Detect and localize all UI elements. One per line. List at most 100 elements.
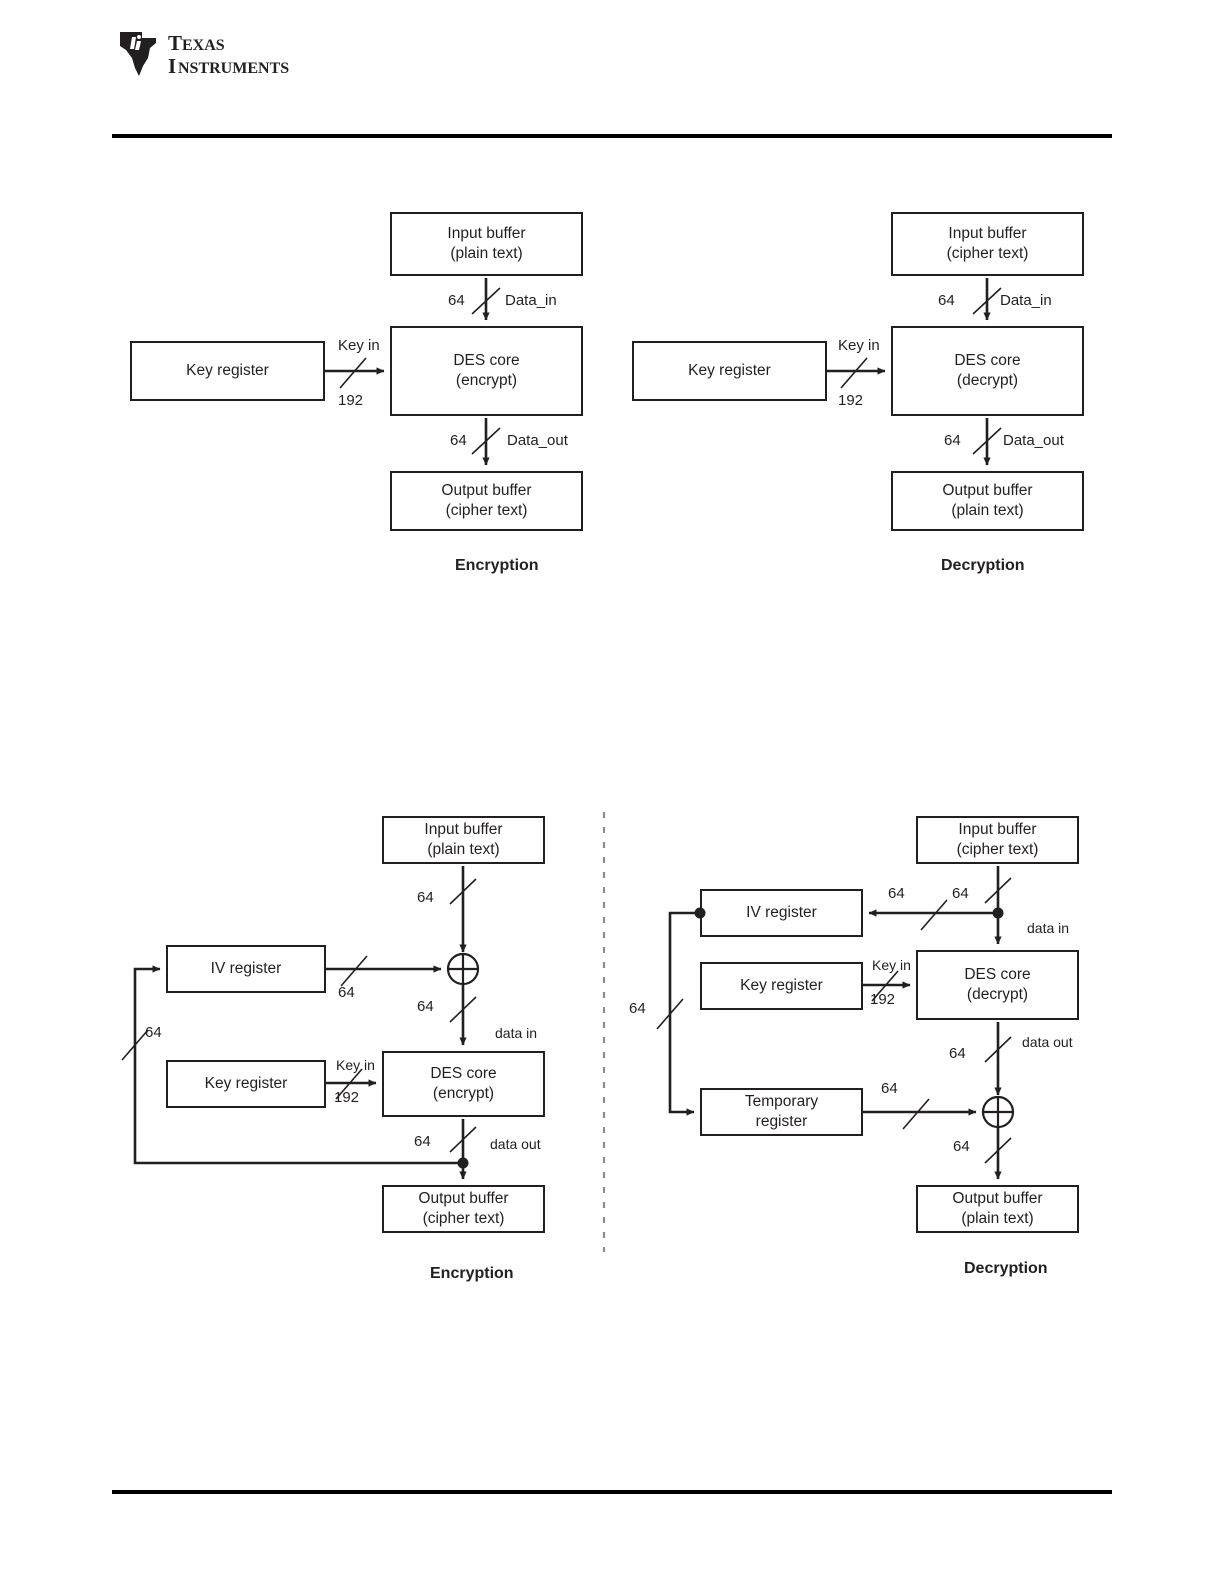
box-line-1: Key register — [688, 361, 771, 379]
cbc-dec-temp-bus-tick — [902, 1098, 930, 1130]
cbc-decryption-iv-register: IV register — [700, 889, 863, 937]
box-line-2: (cipher text) — [946, 245, 1029, 262]
cbc-enc-key-in-width: 192 — [334, 1089, 360, 1106]
cbc-dec-data-in-label: data in — [1027, 920, 1070, 936]
ecb-decryption-caption: Decryption — [941, 557, 1025, 574]
box-line-1: Output buffer — [952, 1189, 1043, 1207]
texas-instruments-logo: T EXAS I NSTRUMENTS — [112, 28, 312, 80]
cbc-dec-input-bus-tick — [984, 877, 1012, 904]
cbc-enc-feedback-width: 64 — [145, 1024, 162, 1041]
cbc-enc-data-in-label: data in — [495, 1025, 538, 1041]
cbc-dec-input-junction-dot — [992, 907, 1004, 919]
box-line-1: Input buffer — [424, 820, 503, 838]
cbc-decryption-input-buffer: Input buffer (cipher text) — [916, 816, 1079, 864]
ecb-dec-data-out-bus-tick — [972, 427, 1002, 455]
box-line-2: (plain text) — [450, 245, 523, 262]
svg-text:EXAS: EXAS — [182, 37, 225, 54]
box-line-1: Input buffer — [948, 224, 1027, 242]
box-line-1: Input buffer — [958, 820, 1037, 838]
cbc-enc-feedback-junction-dot — [457, 1157, 469, 1169]
cbc-dec-feedback-bus-tick — [656, 998, 684, 1030]
svg-text:I: I — [168, 54, 176, 78]
ti-logo-svg: T EXAS I NSTRUMENTS — [120, 31, 289, 78]
ecb-enc-data-in-width: 64 — [448, 292, 465, 309]
cbc-dec-key-in-width: 192 — [870, 991, 896, 1008]
cbc-enc-key-in-label: Key in — [336, 1057, 375, 1073]
cbc-decryption-temporary-register: Temporary register — [700, 1088, 863, 1136]
ecb-encryption-des-core: DES core (encrypt) — [390, 326, 583, 416]
ecb-enc-key-in-bus-tick — [339, 357, 367, 389]
cbc-encryption-input-buffer: Input buffer (plain text) — [382, 816, 545, 864]
cbc-dec-xor-out-width: 64 — [953, 1138, 970, 1155]
cbc-enc-input-bus-tick — [449, 878, 477, 905]
cbc-dec-data-out-bus-tick — [984, 1036, 1012, 1063]
box-line-1: Temporary — [744, 1092, 819, 1110]
ecb-decryption-key-register: Key register — [632, 341, 827, 401]
ecb-dec-data-in-label: Data_in — [1000, 292, 1052, 309]
box-line-2: (plain text) — [961, 1210, 1034, 1227]
ecb-encryption-input-buffer: Input buffer (plain text) — [390, 212, 583, 276]
box-line-2: (cipher text) — [445, 502, 528, 519]
ecb-decryption-output-buffer: Output buffer (plain text) — [891, 471, 1084, 531]
cbc-dec-temp-out-width: 64 — [881, 1080, 898, 1097]
cbc-decryption-key-register: Key register — [700, 962, 863, 1010]
box-line-1: IV register — [746, 903, 817, 921]
box-line-2: (cipher text) — [956, 841, 1039, 858]
ecb-enc-data-in-bus-tick — [471, 287, 501, 315]
box-line-2: (encrypt) — [455, 372, 518, 389]
svg-text:NSTRUMENTS: NSTRUMENTS — [178, 60, 289, 77]
ecb-enc-data-out-label: Data_out — [507, 432, 568, 449]
ecb-decryption-des-core: DES core (decrypt) — [891, 326, 1084, 416]
box-line-1: Output buffer — [441, 481, 532, 499]
ecb-enc-data-out-width: 64 — [450, 432, 467, 449]
box-line-1: Key register — [204, 1074, 288, 1092]
cbc-dec-iv-to-temp-path — [668, 911, 700, 1116]
box-line-1: Output buffer — [942, 481, 1033, 499]
ecb-dec-key-in-width: 192 — [838, 392, 864, 409]
cbc-encryption-iv-register: IV register — [166, 945, 326, 993]
ecb-dec-data-in-bus-tick — [972, 287, 1002, 315]
cbc-enc-xor-gate — [446, 952, 480, 986]
ecb-dec-key-in-bus-tick — [840, 357, 868, 389]
box-line-2: register — [755, 1113, 808, 1130]
box-line-1: IV register — [210, 959, 282, 977]
cbc-enc-data-out-width: 64 — [414, 1133, 431, 1150]
box-line-1: DES core — [453, 351, 520, 369]
box-line-1: DES core — [430, 1064, 497, 1082]
svg-text:T: T — [168, 31, 182, 55]
cbc-encryption-caption: Encryption — [430, 1265, 514, 1282]
cbc-decryption-output-buffer: Output buffer (plain text) — [916, 1185, 1079, 1233]
box-line-2: (decrypt) — [956, 372, 1019, 389]
cbc-dec-input-width: 64 — [952, 885, 969, 902]
ecb-encryption-caption: Encryption — [455, 557, 539, 574]
cbc-enc-xor-out-bus-tick — [449, 996, 477, 1023]
cbc-dec-feedback-width: 64 — [629, 1000, 646, 1017]
ecb-encryption-key-register: Key register — [130, 341, 325, 401]
ecb-enc-data-in-label: Data_in — [505, 292, 557, 309]
cbc-enc-iv-bus-tick — [340, 955, 368, 987]
header-divider-rule — [112, 134, 1112, 138]
box-line-2: (cipher text) — [422, 1210, 505, 1227]
ecb-enc-key-in-width: 192 — [338, 392, 364, 409]
ecb-dec-data-out-label: Data_out — [1003, 432, 1064, 449]
ecb-dec-key-in-label: Key in — [838, 337, 880, 354]
box-line-2: (decrypt) — [966, 986, 1029, 1003]
box-line-1: DES core — [954, 351, 1021, 369]
ecb-decryption-input-buffer: Input buffer (cipher text) — [891, 212, 1084, 276]
cbc-encryption-output-buffer: Output buffer (cipher text) — [382, 1185, 545, 1233]
cbc-dec-iv-in-bus-tick — [920, 899, 948, 931]
box-line-1: Input buffer — [447, 224, 526, 242]
box-line-2: (encrypt) — [432, 1085, 495, 1102]
cbc-encryption-des-core: DES core (encrypt) — [382, 1051, 545, 1117]
cbc-dec-xor-out-bus-tick — [984, 1137, 1012, 1164]
box-line-2: (plain text) — [951, 502, 1024, 519]
footer-divider-rule — [112, 1490, 1112, 1494]
ecb-dec-data-in-width: 64 — [938, 292, 955, 309]
cbc-encryption-key-register: Key register — [166, 1060, 326, 1108]
cbc-enc-data-out-bus-tick — [449, 1126, 477, 1153]
box-line-1: Key register — [186, 361, 269, 379]
ecb-encryption-output-buffer: Output buffer (cipher text) — [390, 471, 583, 531]
cbc-dec-core-out-width: 64 — [949, 1045, 966, 1062]
box-line-2: (plain text) — [427, 841, 500, 858]
